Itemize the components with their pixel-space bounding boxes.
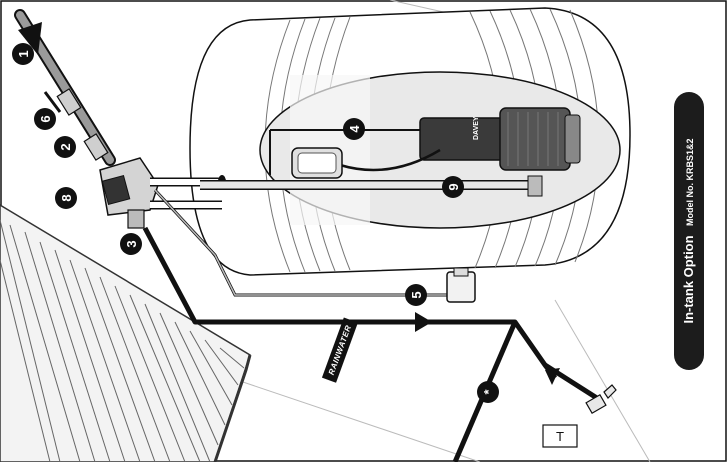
- callout-6: 6: [34, 108, 56, 130]
- pump-brand: DAVEY: [473, 116, 480, 140]
- float-cable: [339, 148, 441, 172]
- title-model: Model No. KRBS1&2: [685, 138, 695, 226]
- roof-corrugation: [0, 219, 245, 463]
- title-block: In-tank Option Model No. KRBS1&2: [680, 138, 698, 323]
- control-line-inner: [154, 189, 455, 296]
- callout-8: 8: [55, 187, 77, 209]
- callout-9: 9: [442, 176, 464, 198]
- union-fitting: [83, 133, 109, 161]
- tap-sign: T: [542, 424, 578, 448]
- switch-unit: [99, 157, 159, 229]
- callout-4: 4: [343, 118, 365, 140]
- flow-arrow-1: [415, 312, 432, 332]
- callout-5: 5: [405, 284, 427, 306]
- inlet-pipe: [14, 9, 116, 166]
- valve-fitting: [56, 88, 82, 116]
- callout-star: *: [477, 381, 499, 403]
- title-main: In-tank Option: [681, 235, 696, 324]
- svg-text:T: T: [555, 430, 564, 444]
- title-bar: [674, 92, 704, 370]
- roof: [0, 204, 252, 463]
- pump-assembly: DAVEY: [200, 107, 581, 197]
- tap-fixture: [585, 384, 617, 415]
- flow-arrow-2: [545, 368, 560, 385]
- callout-2: 2: [54, 136, 76, 158]
- callout-3: 3: [120, 233, 142, 255]
- inlet-arrow: [18, 22, 42, 55]
- callout-1: 1: [12, 43, 34, 65]
- controller-box: [446, 267, 476, 303]
